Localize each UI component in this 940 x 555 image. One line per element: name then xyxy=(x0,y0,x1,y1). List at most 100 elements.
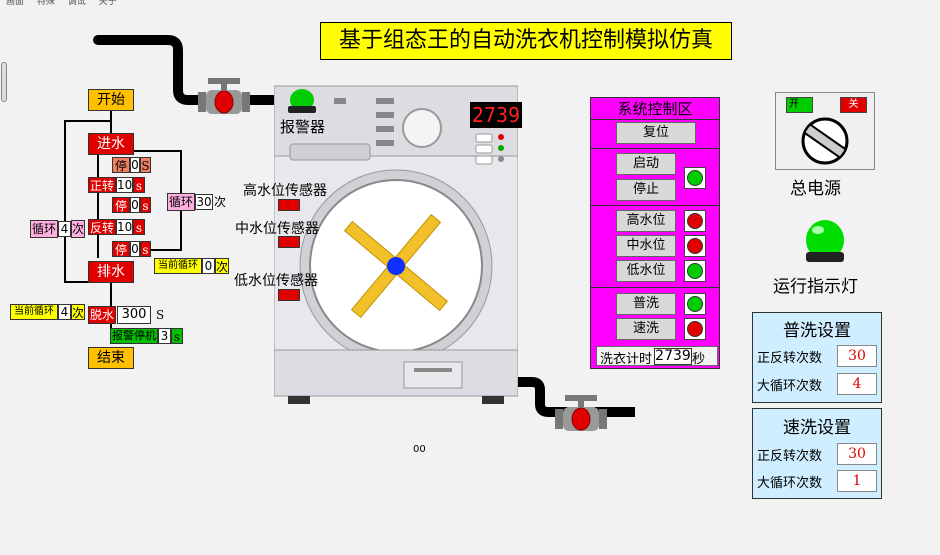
low-level-button[interactable]: 低水位 xyxy=(616,260,676,282)
run-light-label: 运行指示灯 xyxy=(773,277,858,297)
flow-forward-unit: s xyxy=(133,177,145,193)
flow-forward-value[interactable]: 10 xyxy=(116,177,133,193)
flow-line xyxy=(97,150,181,152)
outlet-valve-icon[interactable] xyxy=(555,393,607,435)
flow-stop1-unit: S xyxy=(140,157,151,173)
flow-spin-value[interactable]: 300 xyxy=(117,306,151,324)
quick-loop-label: 大循环次数 xyxy=(757,476,823,491)
control-panel-title: 系统控制区 xyxy=(590,98,720,120)
flow-current-inner-label: 当前循环 xyxy=(154,258,202,274)
stop-button[interactable]: 停止 xyxy=(616,179,676,201)
flow-stop2-label: 停 xyxy=(112,197,130,213)
flow-current-outer-value: 4 xyxy=(58,304,71,320)
flow-current-inner-value: 0 xyxy=(202,258,215,274)
normal-settings-title: 普洗设置 xyxy=(783,321,851,341)
flow-reverse-unit: s xyxy=(133,219,145,235)
low-level-lamp xyxy=(684,260,706,282)
high-level-button[interactable]: 高水位 xyxy=(616,210,676,232)
flow-line xyxy=(110,108,112,138)
flow-inner-loop-label: 循环 xyxy=(167,193,195,211)
flow-alarm-stop-value[interactable]: 3 xyxy=(158,328,171,344)
flow-current-outer-label: 当前循环 xyxy=(10,304,58,320)
mid-level-button[interactable]: 中水位 xyxy=(616,235,676,257)
high-sensor xyxy=(278,199,300,211)
start-button[interactable]: 启动 xyxy=(616,153,676,175)
flow-start: 开始 xyxy=(88,89,134,111)
normal-wash-lamp-dot xyxy=(687,296,703,312)
flow-stop2-unit: s xyxy=(140,197,151,213)
wash-timer-unit: 秒 xyxy=(692,352,706,367)
flow-reverse-label: 反转 xyxy=(88,219,116,235)
normal-rot-label: 正反转次数 xyxy=(757,351,823,366)
flow-current-outer-unit: 次 xyxy=(71,304,85,320)
low-sensor xyxy=(278,289,300,301)
flow-inner-loop-value[interactable]: 30 xyxy=(195,194,213,210)
outlet-pipe xyxy=(512,377,635,417)
divider xyxy=(591,148,719,149)
flow-line xyxy=(64,120,66,282)
page-title: 基于组态王的自动洗衣机控制模拟仿真 xyxy=(320,22,732,60)
flow-end: 结束 xyxy=(88,347,134,369)
flow-line xyxy=(64,120,111,122)
flow-outer-loop-value[interactable]: 4 xyxy=(58,221,71,237)
mid-sensor xyxy=(278,236,300,248)
flow-line xyxy=(97,150,99,258)
flow-stop3-label: 停 xyxy=(112,241,130,257)
flow-stop1-value[interactable]: 0 xyxy=(130,157,140,173)
power-on-label: 开 xyxy=(786,97,813,113)
normal-wash-button[interactable]: 普洗 xyxy=(616,293,676,315)
flow-line xyxy=(64,281,94,283)
menu-item-screen[interactable]: 画面 xyxy=(6,0,25,7)
normal-wash-lamp xyxy=(684,293,706,315)
flow-drain: 排水 xyxy=(88,261,134,283)
quick-wash-button[interactable]: 速洗 xyxy=(616,318,676,340)
flow-inner-loop-unit: 次 xyxy=(214,195,227,209)
alarm-label: 报警器 xyxy=(280,118,326,136)
run-lamp-dot xyxy=(687,170,703,186)
quick-rot-value[interactable]: 30 xyxy=(837,443,877,465)
normal-loop-label: 大循环次数 xyxy=(757,379,823,394)
quick-rot-label: 正反转次数 xyxy=(757,449,823,464)
inlet-pipe xyxy=(93,35,295,105)
inlet-valve-icon[interactable] xyxy=(198,76,250,118)
high-sensor-label: 高水位传感器 xyxy=(243,183,327,199)
quick-wash-lamp-dot xyxy=(687,321,703,337)
scrollbar[interactable] xyxy=(1,62,7,102)
flow-forward-label: 正转 xyxy=(88,177,116,193)
high-level-lamp-dot xyxy=(687,213,703,229)
divider xyxy=(591,205,719,206)
normal-rot-value[interactable]: 30 xyxy=(837,345,877,367)
flow-outer-loop-label: 循环 xyxy=(30,220,58,238)
menu-item-debug[interactable]: 调试 xyxy=(67,0,86,7)
flow-stop3-unit: s xyxy=(140,241,151,257)
menu-item-about[interactable]: 关于 xyxy=(98,0,117,7)
flow-line xyxy=(150,249,182,251)
flow-stop3-value[interactable]: 0 xyxy=(130,241,140,257)
high-level-lamp xyxy=(684,210,706,232)
flow-stop1-label: 停 xyxy=(112,157,130,173)
flow-spin-label: 脱水 xyxy=(88,306,116,324)
wash-timer-value: 2739 xyxy=(654,348,692,365)
power-label: 总电源 xyxy=(790,179,841,199)
alarm-light-icon xyxy=(288,89,316,113)
quick-settings-title: 速洗设置 xyxy=(783,418,851,438)
timer-display: 2739 xyxy=(470,102,522,128)
run-light-icon xyxy=(806,220,844,262)
reset-button[interactable]: 复位 xyxy=(616,122,696,144)
center-text: 00 xyxy=(413,444,426,455)
menu-bar: 画面 特殊 调试 关于 xyxy=(0,0,940,8)
flow-inlet: 进水 xyxy=(88,133,134,155)
wash-timer-label: 洗衣计时 xyxy=(600,352,653,367)
low-sensor-label: 低水位传感器 xyxy=(234,273,318,289)
flow-reverse-value[interactable]: 10 xyxy=(116,219,133,235)
menu-item-special[interactable]: 特殊 xyxy=(36,0,55,7)
quick-wash-lamp xyxy=(684,318,706,340)
low-level-lamp-dot xyxy=(687,263,703,279)
flow-spin-unit: S xyxy=(156,308,165,322)
normal-loop-value[interactable]: 4 xyxy=(837,373,877,395)
flow-stop2-value[interactable]: 0 xyxy=(130,197,140,213)
mid-sensor-label: 中水位传感器 xyxy=(235,221,319,237)
quick-loop-value[interactable]: 1 xyxy=(837,470,877,492)
run-lamp xyxy=(684,167,706,189)
rotary-switch-icon[interactable] xyxy=(800,116,850,166)
